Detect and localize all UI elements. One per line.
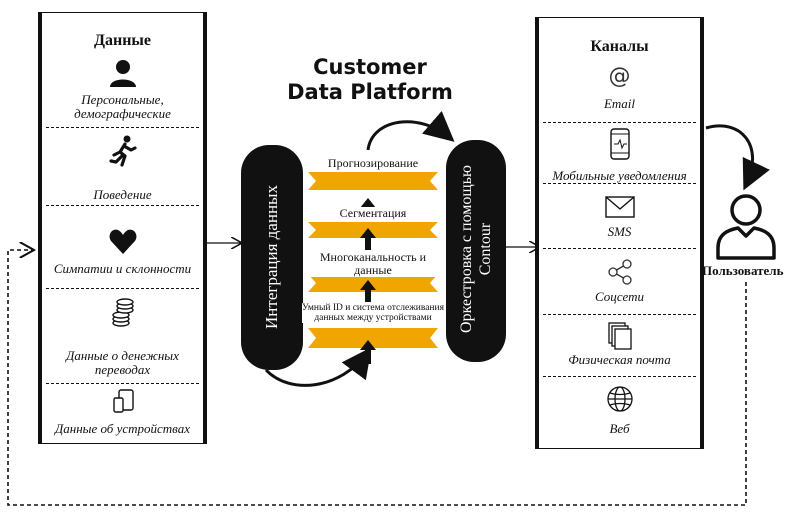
- envelope-icon: [605, 196, 635, 218]
- curve-arrow-integration-to-layers: [264, 347, 372, 387]
- divider: [46, 127, 199, 128]
- ribbon-layer-3: [308, 274, 438, 292]
- divider: [46, 205, 199, 206]
- up-arrow-icon: [360, 280, 376, 302]
- layer-label: Умный ID и система отслеживания данных м…: [302, 303, 444, 323]
- devices-icon: [113, 389, 134, 413]
- data-source-label: Симпатии и склонности: [53, 261, 192, 276]
- layer-label: Сегментация: [322, 207, 424, 220]
- channel-item: Мобильные уведомления: [539, 126, 700, 186]
- channels-panel: Каналы @ Email Мобильные уведомления SMS: [538, 17, 701, 449]
- data-sources-title: Данные: [93, 32, 152, 49]
- channel-item: @ Email: [539, 64, 700, 120]
- ribbon-layer-1: [308, 172, 438, 190]
- data-source-label: Данные об устройствах: [54, 421, 191, 436]
- data-source-label: Персональные, демографические: [74, 92, 171, 121]
- up-arrow-icon: [360, 228, 376, 250]
- runner-icon: [109, 135, 137, 167]
- data-source-label: Поведение: [93, 187, 152, 202]
- divider: [543, 248, 696, 249]
- coins-icon: [112, 298, 134, 327]
- curve-arrow-channels-to-user: [705, 124, 770, 191]
- share-icon: [608, 259, 632, 285]
- data-source-item: Персональные, демографические: [42, 57, 203, 127]
- divider: [543, 314, 696, 315]
- data-source-item: Симпатии и склонности: [42, 211, 203, 286]
- data-source-item: Данные об устройствах: [42, 387, 203, 441]
- mobile-phone-icon: [610, 128, 630, 160]
- curve-arrow-layers-to-orchestration: [366, 110, 455, 151]
- channel-label: Мобильные уведомления: [552, 168, 687, 183]
- at-sign-icon: @: [608, 64, 631, 89]
- globe-icon: [607, 386, 633, 412]
- ribbon-layer-4: [308, 328, 438, 348]
- channel-label: Веб: [609, 421, 630, 436]
- divider: [543, 122, 696, 123]
- channel-label: Email: [603, 96, 636, 111]
- channels-title: Каналы: [590, 38, 649, 55]
- channel-label: Соцсети: [594, 289, 644, 304]
- divider: [543, 376, 696, 377]
- channel-item: Соцсети: [539, 254, 700, 316]
- cdp-title: Customer Data Platform: [287, 55, 453, 104]
- person-icon: [110, 60, 136, 87]
- user-label: Пользователь: [702, 263, 784, 278]
- channel-label: SMS: [607, 224, 632, 239]
- orchestration-pill: Оркестровка с помощью Contour: [446, 140, 506, 362]
- integration-label: Интеграция данных: [262, 185, 281, 329]
- data-source-item: Данные о денежных переводах: [42, 293, 203, 377]
- channel-label: Физическая почта: [568, 352, 671, 367]
- heart-icon: [109, 229, 137, 254]
- mail-stack-icon: [608, 322, 632, 350]
- up-arrow-icon: [360, 340, 376, 364]
- channel-item: Веб: [539, 382, 700, 440]
- data-sources-panel: Данные Персональные, демографические Пов…: [41, 12, 204, 444]
- data-source-item: Поведение: [42, 133, 203, 203]
- integration-pill: Интеграция данных: [241, 145, 303, 370]
- orchestration-label: Оркестровка с помощью Contour: [458, 165, 494, 333]
- data-source-label: Данные о денежных переводах: [66, 348, 179, 377]
- feedback-loop-dashed: [7, 250, 747, 506]
- divider: [46, 288, 199, 289]
- user-icon: [716, 194, 776, 260]
- channel-item: SMS: [539, 190, 700, 246]
- channel-item: Физическая почта: [539, 318, 700, 376]
- divider: [46, 383, 199, 384]
- ribbon-layer-2: [308, 222, 438, 238]
- layer-label: Прогнозирование: [314, 157, 432, 170]
- layer-label: Многоканальность и данные: [308, 251, 438, 277]
- divider: [543, 183, 696, 184]
